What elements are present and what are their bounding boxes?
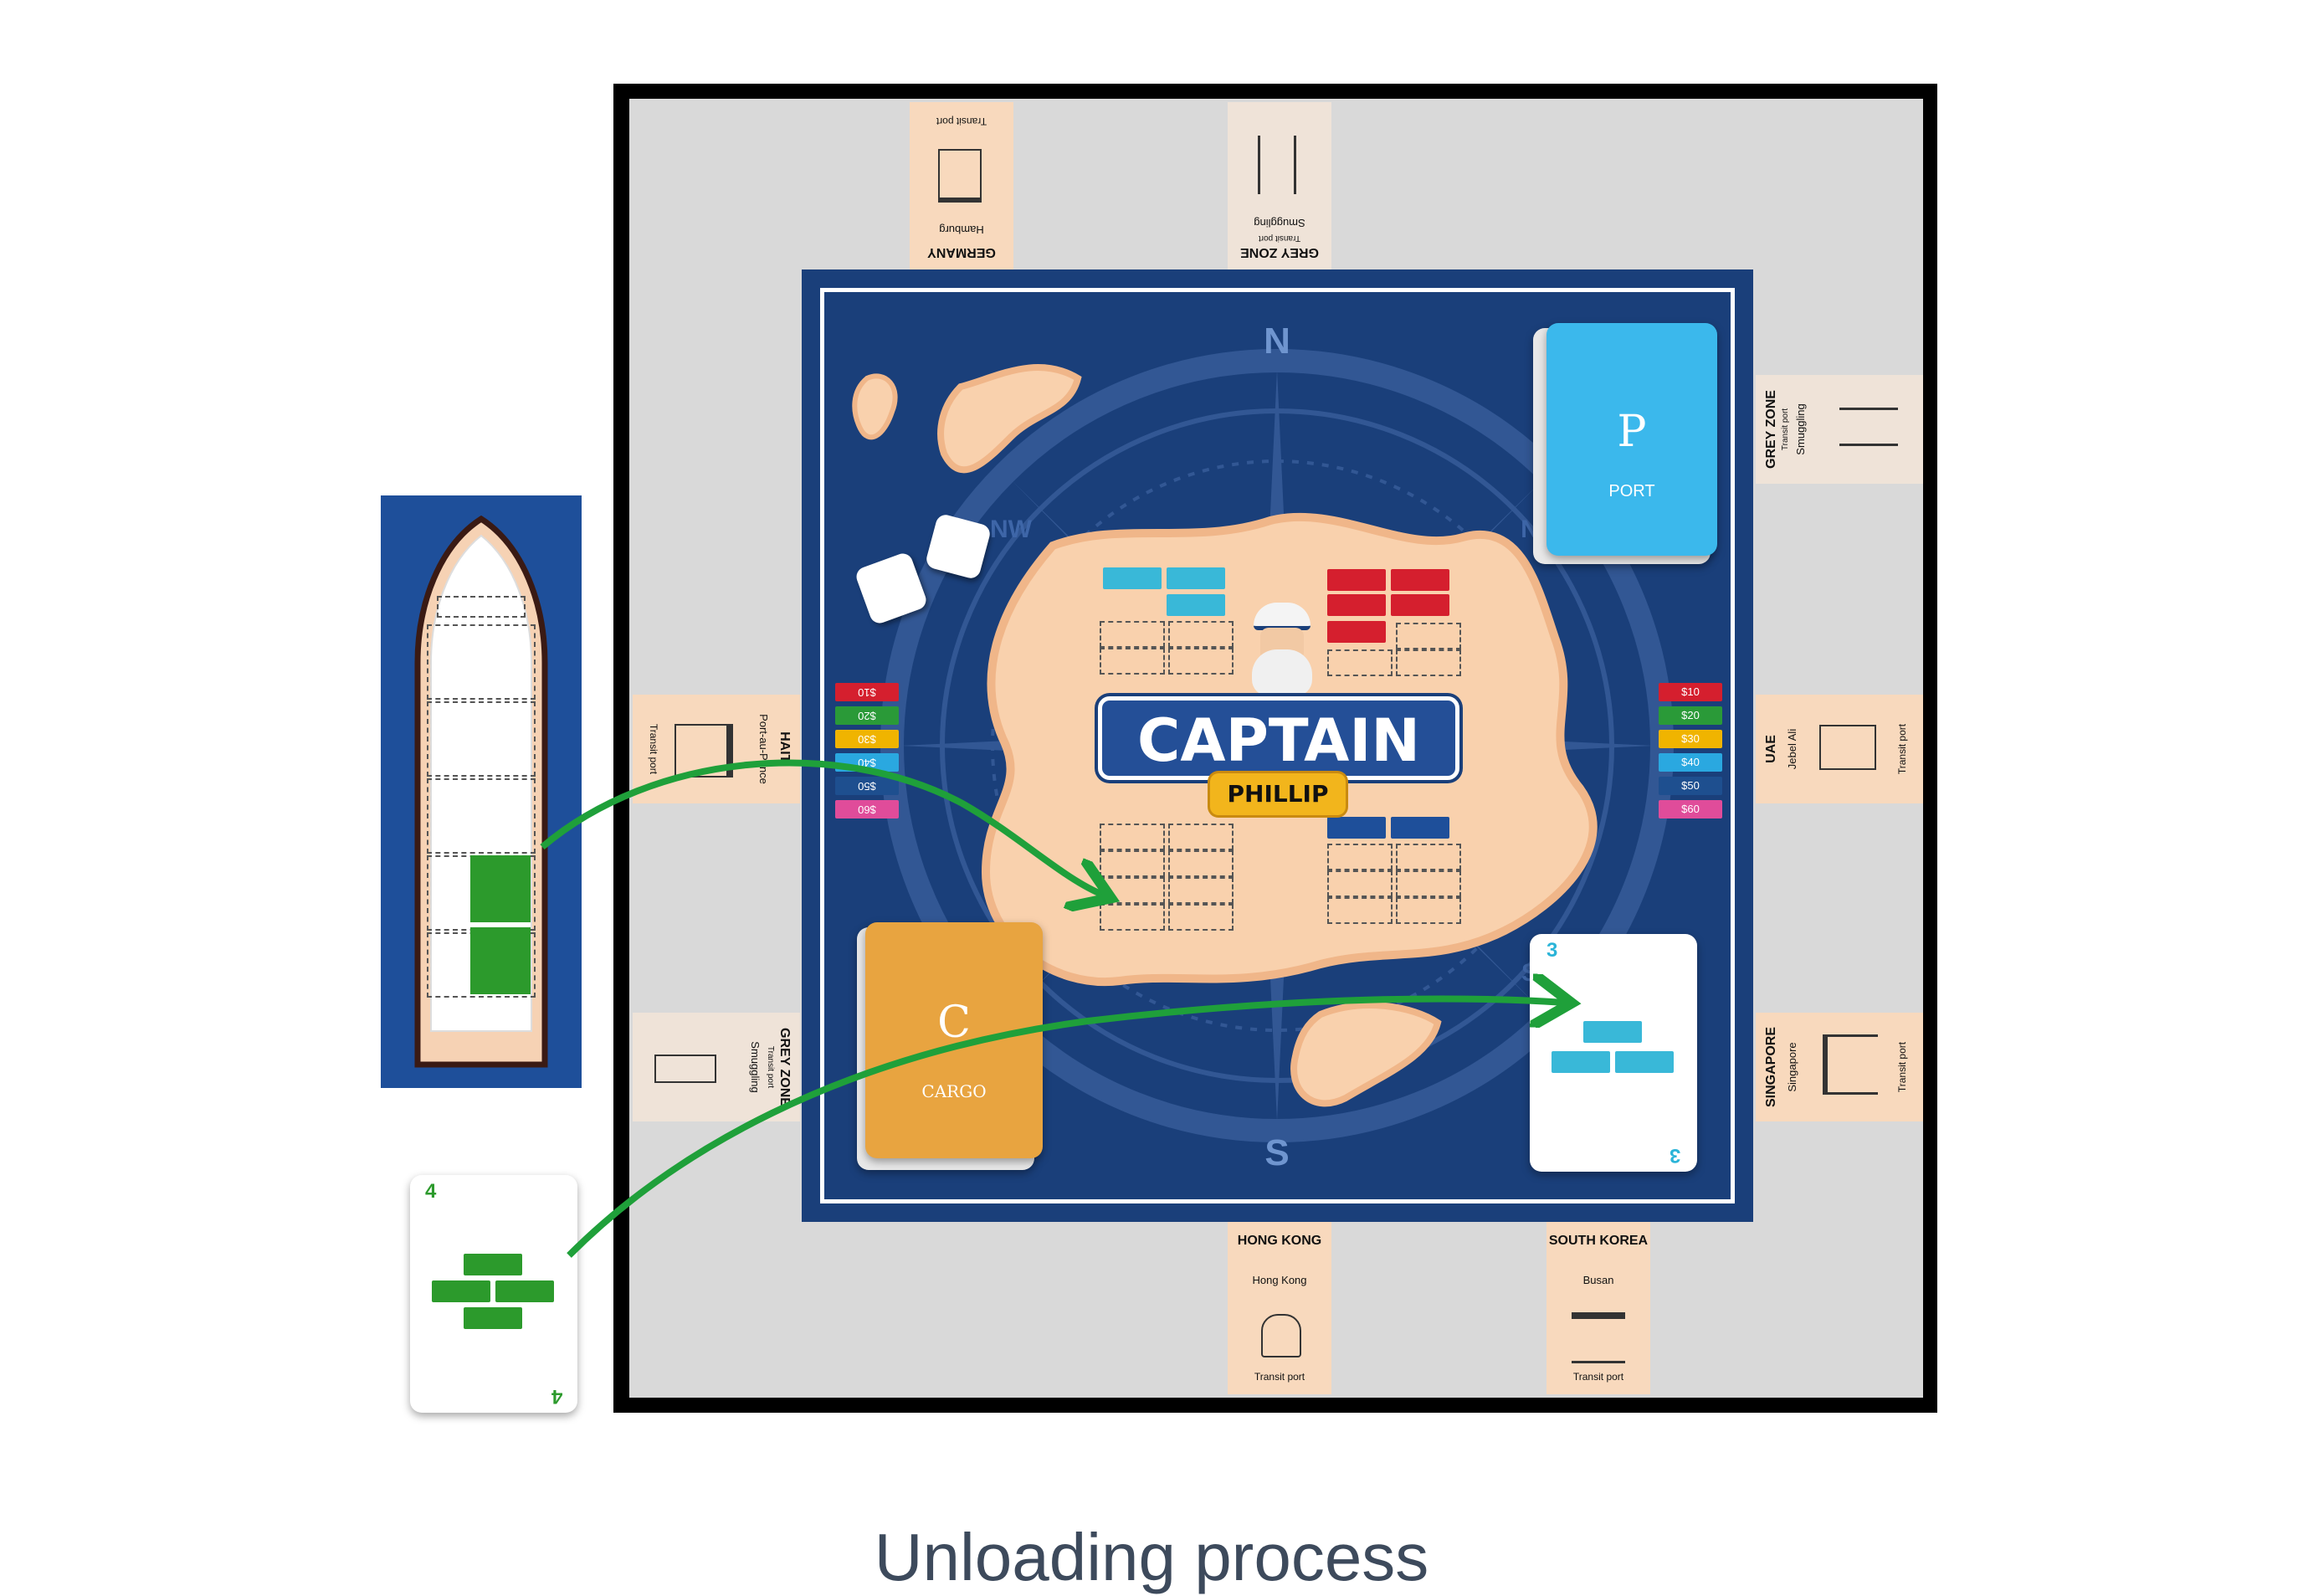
cargo-deck-label: CARGO — [921, 1081, 987, 1101]
compass-nw: NW — [990, 516, 1033, 543]
islet-north — [937, 364, 1082, 474]
cargo-slot[interactable] — [1168, 648, 1234, 675]
ship-slot[interactable] — [437, 596, 526, 618]
red-container[interactable] — [1391, 569, 1449, 591]
cargo-slot[interactable] — [1327, 870, 1393, 897]
cargo-slot[interactable] — [1396, 870, 1461, 897]
price-chip: $10 — [1659, 683, 1722, 701]
cargo-slot[interactable] — [1168, 850, 1234, 877]
port-tile-singapore[interactable]: SINGAPORE Singapore Transit port — [1756, 1013, 1923, 1121]
cargo-slot[interactable] — [1396, 623, 1461, 649]
port-deck[interactable]: P PORT — [1546, 323, 1717, 556]
price-chip: $50 — [1659, 777, 1722, 795]
cyan-container — [1583, 1021, 1642, 1043]
cargo-slot[interactable] — [1327, 649, 1393, 676]
card-value-top: 3 — [1546, 939, 1558, 962]
islet-northwest — [852, 373, 898, 440]
cargo-slot[interactable] — [1100, 621, 1165, 648]
port-tile-grey-zone-right[interactable]: GREY ZONE Transit port Smuggling — [1756, 375, 1923, 484]
cargo-slot[interactable] — [1100, 824, 1165, 850]
port-deck-label: PORT — [1608, 482, 1655, 500]
blue-container[interactable] — [1327, 817, 1386, 839]
warehouse-top-left — [1098, 567, 1242, 675]
red-container[interactable] — [1327, 569, 1386, 591]
cargo-slot[interactable] — [1100, 648, 1165, 675]
cargo-card-4[interactable]: 4 4 — [410, 1175, 577, 1413]
sea-frame — [820, 288, 1735, 1203]
red-container[interactable] — [1327, 621, 1386, 643]
arrow-ship-to-warehouse — [540, 759, 1105, 896]
cargo-slot[interactable] — [1396, 897, 1461, 924]
islet-southeast — [1290, 1002, 1442, 1107]
price-track-right: $10 $20 $30 $40 $50 $60 — [1659, 683, 1722, 822]
port-country: SOUTH KOREA — [1548, 1234, 1649, 1248]
cyan-container[interactable] — [1167, 594, 1225, 616]
logo-phillip: PHILLIP — [1210, 773, 1346, 815]
cargo-deck-letter: C — [937, 998, 971, 1048]
port-city: Hong Kong — [1252, 1274, 1307, 1286]
port-tile-uae[interactable]: UAE Jebel Ali Transit port — [1756, 695, 1923, 803]
card-value-top: 4 — [425, 1180, 437, 1203]
ship-hold — [427, 596, 536, 998]
cyan-container[interactable] — [1103, 567, 1162, 589]
ship-slot[interactable] — [427, 701, 536, 777]
green-container — [495, 1280, 554, 1302]
price-chip: $60 — [1659, 800, 1722, 819]
green-container — [464, 1307, 522, 1329]
cargo-slot[interactable] — [1396, 844, 1461, 870]
green-container — [432, 1280, 490, 1302]
captain-avatar — [1242, 603, 1322, 700]
port-country: HONG KONG — [1237, 1234, 1322, 1248]
cargo-slot[interactable] — [1396, 649, 1461, 676]
logo-title: CAPTAIN — [1137, 706, 1420, 775]
cargo-slot[interactable] — [1168, 877, 1234, 904]
port-tile-hong-kong[interactable]: HONG KONG Hong Kong Transit port — [1228, 1222, 1331, 1394]
green-container-stack[interactable] — [470, 927, 531, 994]
cargo-slot[interactable] — [1100, 904, 1165, 931]
port-type: Transit port — [1572, 1371, 1624, 1383]
warehouse-top-right — [1326, 569, 1470, 676]
cargo-card-3[interactable]: 3 3 — [1530, 934, 1697, 1172]
price-chip: $30 — [1659, 730, 1722, 748]
captain-beard — [1252, 649, 1312, 696]
cargo-slot[interactable] — [1327, 897, 1393, 924]
red-container[interactable] — [1391, 594, 1449, 616]
ship-slot[interactable] — [427, 624, 536, 700]
port-tile-grey-zone-left[interactable]: GREY ZONE Transit port Smuggling — [633, 1013, 800, 1121]
cargo-deck[interactable]: C CARGO — [865, 922, 1043, 1158]
cargo-slot[interactable] — [1168, 904, 1234, 931]
port-tile-germany[interactable]: GERMANY Hamburg Transit port — [910, 102, 1013, 269]
cyan-container — [1615, 1051, 1674, 1073]
green-container-stack[interactable] — [470, 855, 531, 922]
ship-slot[interactable] — [427, 778, 536, 854]
port-tile-grey-zone-top[interactable]: GREY ZONE Transit port Smuggling — [1228, 102, 1331, 269]
arrow-card-to-card — [567, 998, 1565, 1258]
price-chip: $40 — [1659, 753, 1722, 772]
port-city: Busan — [1582, 1274, 1614, 1286]
compass-n: N — [1264, 321, 1290, 362]
port-type: Transit port — [1254, 1371, 1305, 1383]
port-deck-letter: P — [1617, 407, 1647, 457]
logo-subtitle: PHILLIP — [1227, 780, 1329, 808]
green-container — [464, 1254, 522, 1275]
logo-captain: CAPTAIN — [1098, 696, 1459, 780]
cyan-container — [1552, 1051, 1610, 1073]
port-tile-south-korea[interactable]: SOUTH KOREA Busan Transit port — [1546, 1222, 1650, 1394]
caption: Unloading process — [874, 1520, 1429, 1594]
buddha-icon — [1261, 1314, 1301, 1357]
price-chip: $20 — [1659, 706, 1722, 725]
cargo-slot[interactable] — [1327, 844, 1393, 870]
compass-s: S — [1264, 1132, 1289, 1173]
red-container[interactable] — [1327, 594, 1386, 616]
cyan-container[interactable] — [1167, 567, 1225, 589]
blue-container[interactable] — [1391, 817, 1449, 839]
warehouse-bottom-right — [1326, 817, 1470, 924]
cargo-slot[interactable] — [1168, 621, 1234, 648]
cargo-slot[interactable] — [1168, 824, 1234, 850]
pagoda-icon — [1572, 1312, 1625, 1363]
